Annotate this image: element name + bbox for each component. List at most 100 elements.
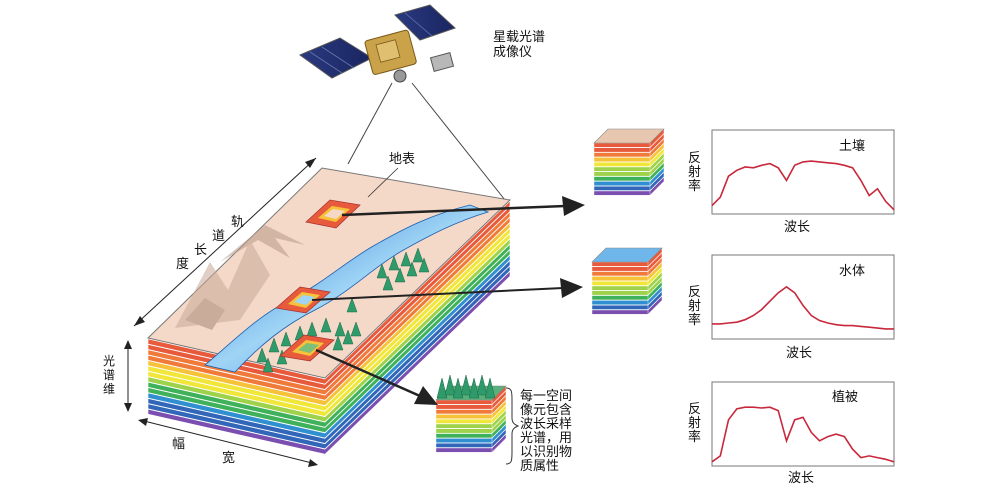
panel-xlabel: 波长: [784, 220, 810, 235]
pixel-stack-face: [591, 285, 649, 291]
pixel-note-line-3: 波长采样: [520, 417, 572, 432]
arrow-soil: [341, 196, 585, 217]
pixel-stack-soil: [593, 128, 665, 196]
spectrum-panel-vegetation: 植被 反 射 率 波长: [688, 381, 895, 486]
pixel-stack-face: [591, 300, 649, 305]
pixel-stack-face: [435, 423, 493, 429]
pixel-stack-face: [593, 166, 651, 172]
swath-label-char-2: 宽: [222, 450, 235, 466]
pixel-stack-face: [593, 152, 651, 158]
tree-icon: [460, 374, 472, 396]
pixel-stack-top: [591, 247, 663, 263]
panel-ylabel-char-2: 射: [688, 164, 701, 180]
surface-pointer: [367, 167, 399, 198]
tree-icon: [444, 374, 456, 396]
orbit-arrow-end: [305, 158, 316, 168]
pixel-stack-face: [435, 404, 493, 410]
pixel-stack-top: [593, 128, 665, 144]
tree-icon: [334, 321, 346, 337]
pixel-stack-face: [593, 181, 651, 186]
pixel-stack-face: [435, 433, 493, 439]
pixel-stack-face: [591, 309, 649, 315]
tree-icon: [342, 329, 354, 345]
tree-icon: [452, 377, 464, 399]
pixel-stack-face: [591, 281, 649, 286]
spectral-label-char-1: 光: [103, 354, 115, 368]
tree-icon: [388, 255, 400, 271]
pixel-stack-face: [435, 419, 493, 424]
panel-ylabel-char-1: 反: [688, 402, 701, 417]
pixel-stack-face: [591, 261, 649, 267]
tree-icon: [256, 347, 268, 363]
pixel-stack-face: [435, 447, 493, 453]
swath-width-line: [139, 419, 317, 465]
panel-xlabel: 波长: [786, 346, 812, 361]
tree-icon: [350, 321, 362, 337]
spectrum-curve: [711, 160, 895, 211]
tree-icon: [394, 267, 406, 283]
tree-icon: [418, 257, 430, 273]
tree-icon: [280, 331, 292, 347]
tree-icon: [320, 317, 332, 333]
trees: [256, 247, 430, 373]
pixel-stack-face: [591, 266, 649, 272]
arrow-vegetation: [315, 348, 438, 405]
spectral-label-char-2: 谱: [103, 368, 115, 382]
tree-icon: [262, 357, 274, 373]
main-cube-layers: [147, 200, 511, 455]
satellite-label-line1: 星载光谱: [493, 30, 545, 45]
imaging-cone-right: [411, 82, 506, 201]
pixel-stack-face: [591, 271, 649, 277]
pixel-marker-soil: [305, 199, 361, 229]
tree-icon: [268, 337, 280, 353]
spectral-arrow-bottom: [124, 403, 132, 412]
imaging-cone-left: [347, 82, 393, 165]
pixel-note-line-4: 光谱，用: [520, 431, 572, 446]
tree-icon: [382, 275, 394, 291]
pixel-stack-face: [591, 295, 649, 301]
pixel-note-line-6: 质属性: [520, 459, 559, 474]
mountains: [175, 225, 305, 330]
panel-ylabel-char-3: 率: [688, 312, 701, 328]
pixel-stack-face: [593, 161, 651, 167]
tree-icon: [376, 263, 388, 279]
spectral-arrow-top: [124, 340, 132, 349]
tree-icon: [484, 377, 496, 399]
spectrum-curve: [711, 406, 895, 463]
pixel-stack-face: [591, 290, 649, 296]
spectrum-panel-water: 水体 反 射 率 波长: [688, 254, 895, 361]
orbit-length-line: [133, 157, 317, 327]
swath-label-char-1: 幅: [172, 437, 185, 452]
pixel-note-line-5: 以识别物: [520, 445, 572, 460]
pixel-stack-face: [593, 176, 651, 182]
panel-title: 植被: [832, 390, 858, 405]
panel-ylabel-char-2: 射: [688, 415, 701, 431]
tree-icon: [346, 297, 358, 313]
panel-title: 水体: [839, 264, 865, 279]
pixel-stack-vegetation: [435, 374, 507, 453]
pixel-stack-face: [435, 409, 493, 415]
tree-icon: [476, 374, 488, 396]
swath-arrow-start: [138, 418, 148, 426]
tree-icon: [332, 335, 344, 351]
main-cube-layer: [147, 200, 511, 385]
spectrum-curve: [712, 285, 894, 330]
pixel-stack-face: [593, 142, 651, 148]
panel-ylabel-char-3: 率: [688, 178, 701, 194]
pixel-stack-face: [593, 185, 651, 191]
pixel-stack-face: [591, 305, 649, 310]
note-bracket: [505, 387, 520, 465]
panel-title: 土壤: [839, 138, 865, 154]
pixel-stack-water: [591, 247, 663, 315]
orbit-label-char-4: 度: [176, 256, 189, 272]
panel-ylabel-char-2: 射: [688, 298, 701, 314]
pixel-stack-face: [591, 276, 649, 281]
orbit-arrow-start: [134, 316, 145, 326]
swath-arrow-end: [308, 459, 318, 467]
arrow-water: [311, 278, 583, 301]
pixel-marker-vegetation: [279, 334, 335, 362]
tree-icon: [436, 377, 448, 399]
pixel-stack-face: [435, 399, 493, 405]
